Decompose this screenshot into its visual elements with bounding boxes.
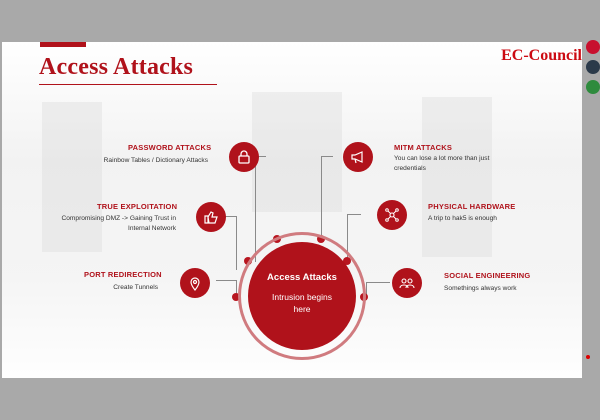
microphone-icon[interactable] [586, 40, 600, 54]
center-circle: Access Attacks Intrusion begins here [248, 242, 356, 350]
screen-share-icon[interactable] [586, 60, 600, 74]
people-icon [392, 268, 422, 298]
location-pin-icon [180, 268, 210, 298]
slide-title: Access Attacks [39, 54, 194, 80]
social-engineering-heading: SOCIAL ENGINEERING [444, 271, 531, 280]
connector-line [236, 216, 237, 270]
connector-line [366, 282, 367, 298]
arc-dot [232, 293, 240, 301]
thumbs-up-icon [196, 202, 226, 232]
center-subtitle: Intrusion begins here [271, 292, 332, 314]
connector-line [255, 156, 256, 262]
slide: Access Attacks EC-Council Access Attacks… [2, 42, 582, 378]
center-title: Access Attacks [267, 272, 337, 283]
connector-line [321, 156, 322, 240]
connector-line [347, 214, 361, 215]
connector-line [347, 214, 348, 264]
background-window [252, 92, 342, 212]
mitm-attacks-desc: You can lose a lot more than just creden… [394, 155, 490, 172]
center-ring [238, 232, 366, 360]
mitm-attacks-heading: MITM ATTACKS [394, 143, 453, 152]
title-underline [39, 84, 217, 85]
port-redirection-desc: Create Tunnels [113, 284, 158, 291]
ec-council-logo: EC-Council [501, 47, 582, 64]
social-engineering-desc: Somethings always work [444, 285, 517, 292]
megaphone-icon [343, 142, 373, 172]
connector-line [366, 282, 390, 283]
connector-line [222, 216, 236, 217]
background-window [422, 97, 492, 257]
background-window [42, 102, 102, 252]
connector-line [236, 280, 237, 298]
side-toolbar [584, 38, 600, 100]
gesture-icon[interactable] [586, 80, 600, 94]
status-dot [586, 355, 590, 359]
connector-line [256, 156, 266, 157]
connector-line [321, 156, 333, 157]
password-attacks-heading: PASSWORD ATTACKS [128, 143, 212, 152]
title-accent-bar [40, 42, 86, 47]
lock-icon [229, 142, 259, 172]
password-attacks-desc: Rainbow Tables / Dictionary Attacks [103, 157, 208, 164]
true-exploitation-desc: Compromising DMZ -> Gaining Trust in Int… [61, 215, 176, 232]
physical-hardware-heading: PHYSICAL HARDWARE [428, 202, 516, 211]
connector-line [216, 280, 236, 281]
port-redirection-heading: PORT REDIRECTION [84, 270, 162, 279]
true-exploitation-heading: TRUE EXPLOITATION [97, 202, 178, 211]
network-nodes-icon [377, 200, 407, 230]
physical-hardware-desc: A trip to hak5 is enough [428, 215, 497, 222]
